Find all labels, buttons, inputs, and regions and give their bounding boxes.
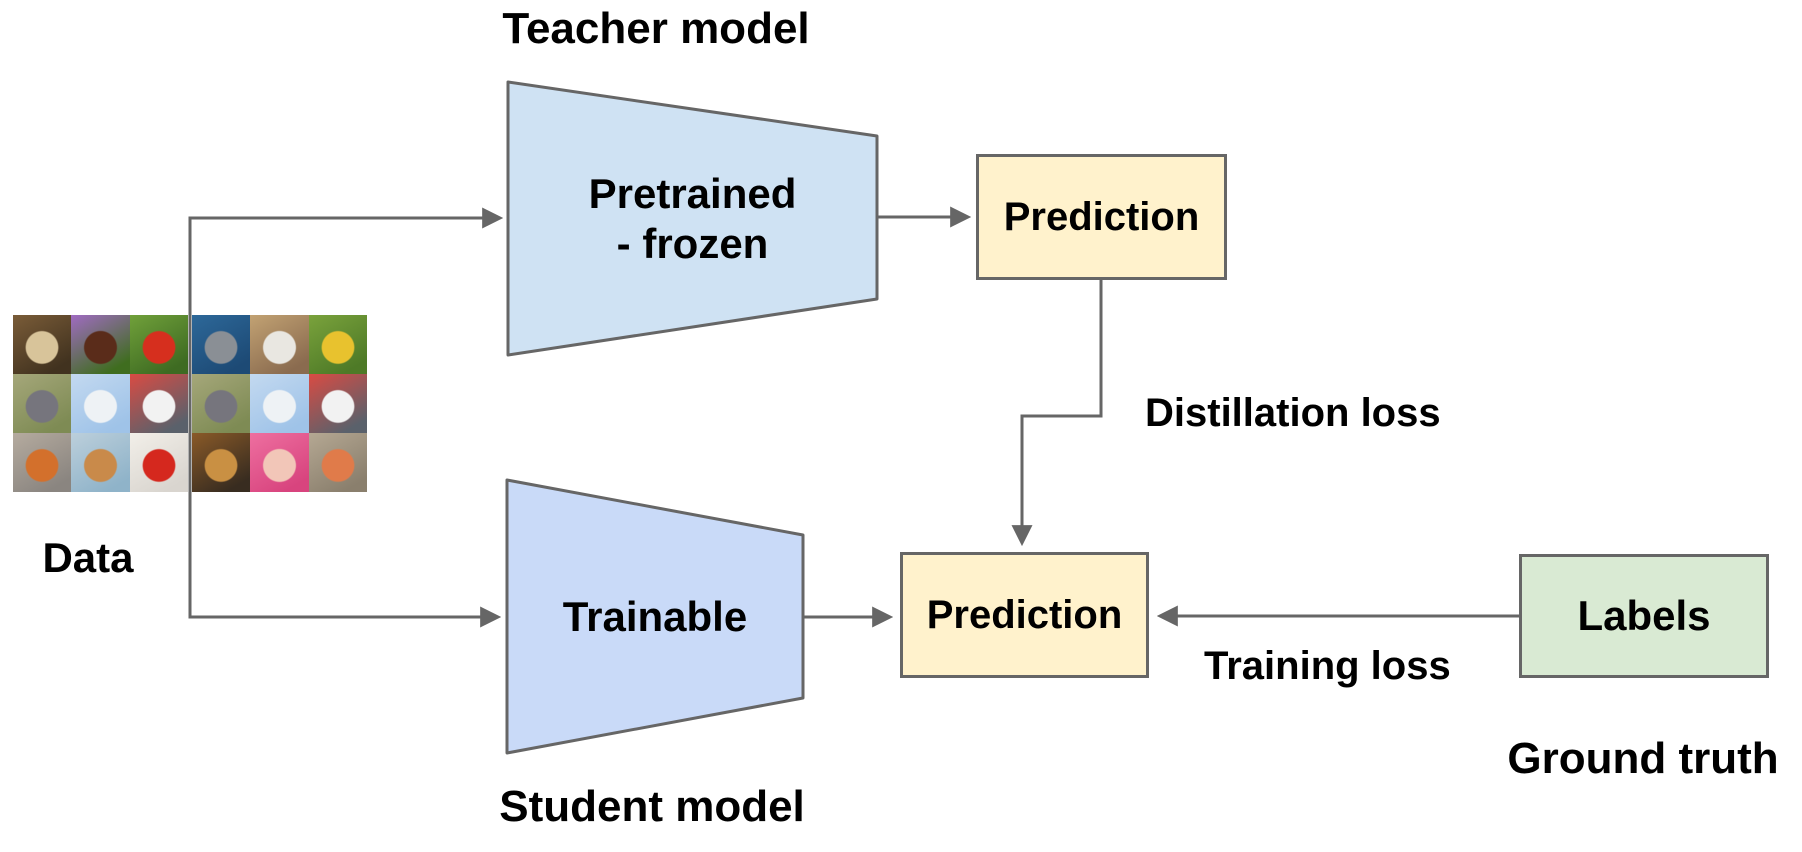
- teacher-prediction-label: Prediction: [1003, 195, 1200, 239]
- student-prediction-label: Prediction: [926, 593, 1123, 637]
- corgi-image: [71, 433, 130, 492]
- data-image-grid-left: [13, 315, 188, 492]
- student-shape-label: Trainable: [507, 480, 803, 753]
- ambulance-image: [129, 374, 188, 433]
- aircraft-carrier-image: [192, 315, 251, 374]
- mushroom-image: [129, 315, 188, 374]
- data-label: Data: [42, 534, 134, 581]
- airplane-image: [250, 374, 309, 433]
- teacher-model-title: Teacher model: [502, 4, 810, 53]
- student-model-shape: [505, 478, 805, 755]
- guitar-image: [192, 433, 251, 492]
- basketball-image: [13, 433, 72, 492]
- airplane-image: [71, 374, 130, 433]
- teacher-model-shape: [506, 80, 879, 357]
- teacher-shape-label-line2: - frozen: [616, 219, 769, 267]
- butterfly-image: [71, 315, 130, 374]
- student-shape-label-text: Trainable: [562, 592, 748, 640]
- distillation-loss-arrow: [1011, 280, 1103, 547]
- accordion-image: [13, 315, 72, 374]
- data-image-grid-right: [192, 315, 367, 492]
- baby-image: [250, 433, 309, 492]
- training-loss-label: Training loss: [1204, 644, 1451, 688]
- labels-box: Labels: [1519, 554, 1769, 678]
- corn-image: [308, 315, 367, 374]
- distillation-loss-label: Distillation loss: [1145, 391, 1441, 435]
- labels-box-label: Labels: [1577, 591, 1711, 639]
- elephant-image: [192, 374, 251, 433]
- student-model-title: Student model: [499, 782, 805, 831]
- teacher-shape-label-line1: Pretrained: [588, 169, 797, 217]
- bell-pepper-image: [129, 433, 188, 492]
- teacher-prediction-box: Prediction: [976, 154, 1227, 280]
- student-prediction-box: Prediction: [900, 552, 1149, 678]
- ground-truth-label: Ground truth: [1507, 734, 1779, 783]
- pocket-watch-image: [250, 315, 309, 374]
- elephant-image: [13, 374, 72, 433]
- ambulance-image: [308, 374, 367, 433]
- teacher-shape-label: Pretrained - frozen: [508, 82, 877, 355]
- cassette-image: [308, 433, 367, 492]
